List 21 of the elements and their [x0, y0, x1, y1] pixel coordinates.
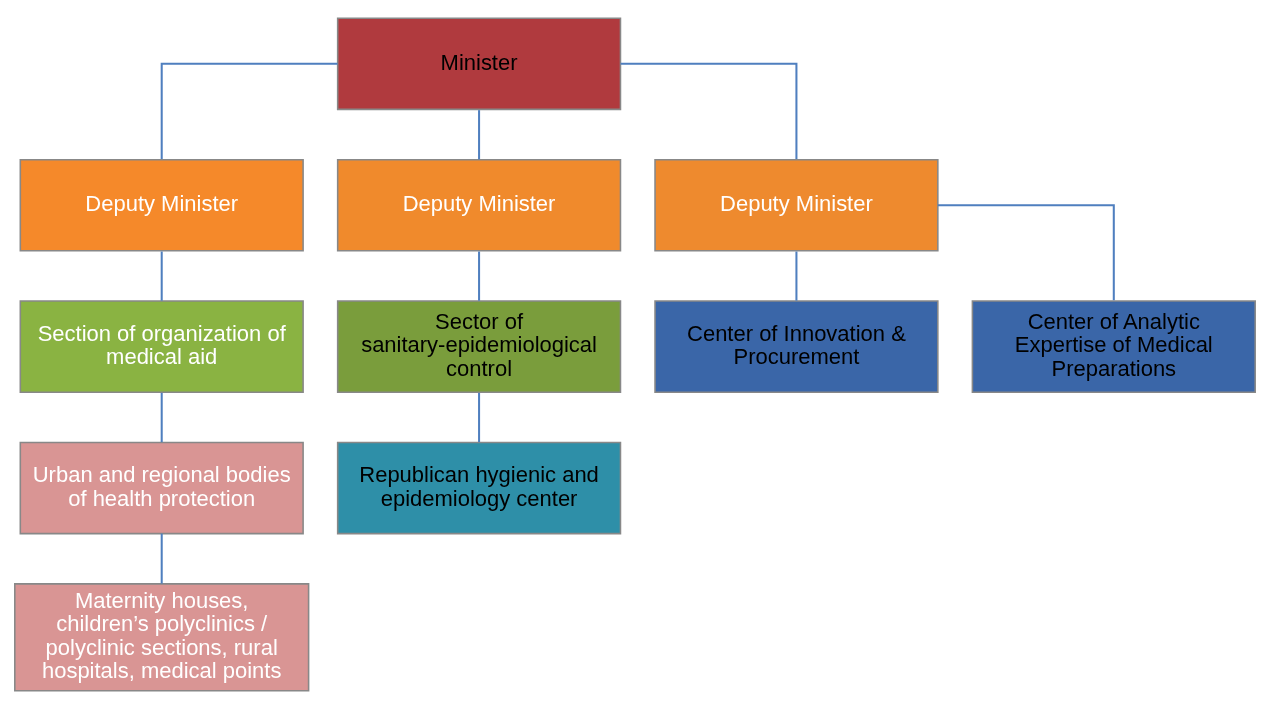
node-box: Section of organization of medical aid — [19, 299, 304, 393]
node-box: Deputy Minister — [19, 158, 304, 252]
connector — [160, 392, 163, 442]
node-box: Maternity houses, children’s polyclinics / polyclinic sections, rural hospitals, medical points — [14, 582, 310, 691]
connector — [160, 62, 338, 159]
node-box: Republican hygienic and epidemiology center — [336, 441, 622, 534]
connector — [620, 62, 798, 159]
node-box: Urban and regional bodies of health protection — [19, 441, 304, 534]
node-box: Center of Innovation & Procurement — [654, 299, 939, 393]
node-box: Minister — [336, 17, 622, 110]
connector — [160, 251, 163, 301]
connector — [478, 109, 481, 159]
node-box: Sector of sanitary-epidemiological control — [336, 299, 622, 393]
node-box: Deputy Minister — [654, 158, 939, 252]
connector — [795, 251, 798, 301]
connector — [478, 251, 481, 301]
connector — [160, 533, 163, 584]
node-box: Deputy Minister — [336, 158, 622, 252]
connector — [937, 203, 1115, 300]
connector — [478, 392, 481, 442]
node-box: Center of Analytic Expertise of Medical Preparations — [971, 299, 1256, 393]
